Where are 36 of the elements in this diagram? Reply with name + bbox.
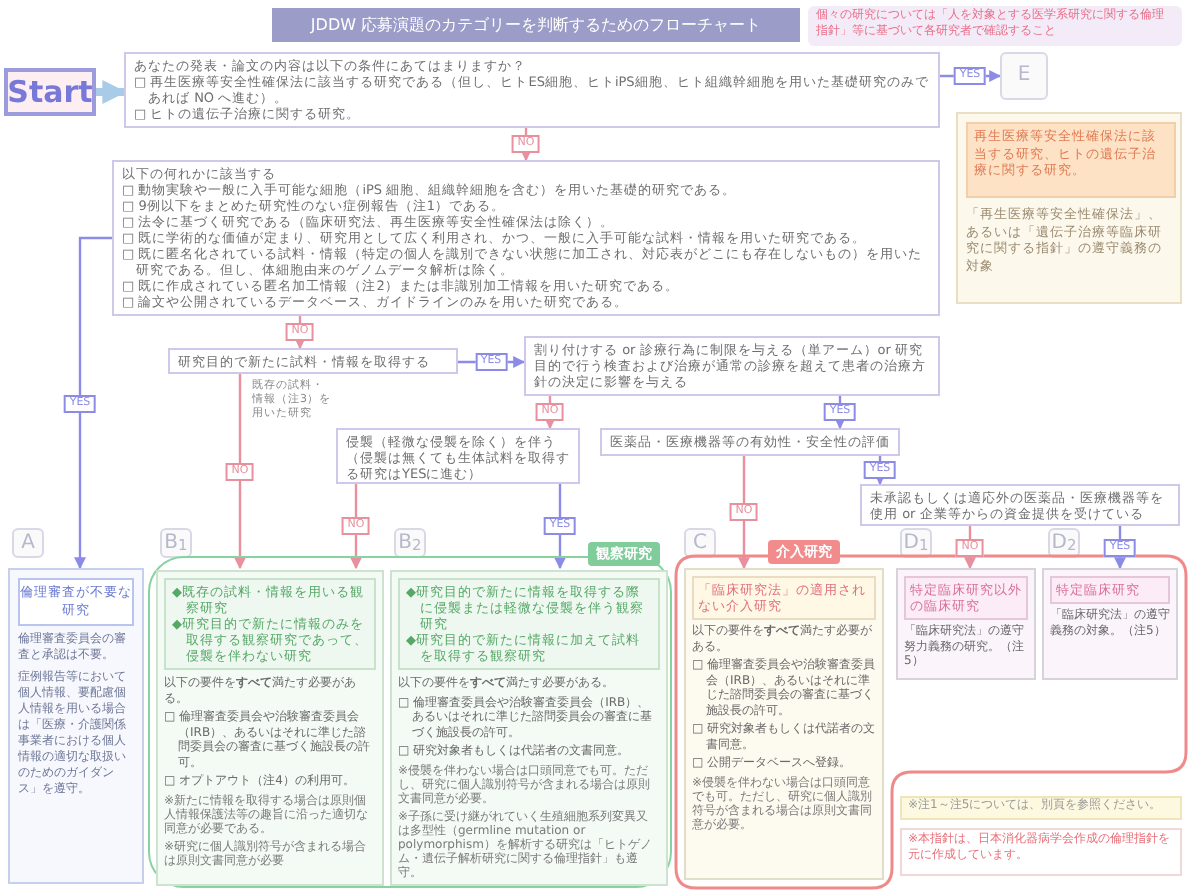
start-box <box>4 68 96 116</box>
arrow <box>834 396 846 430</box>
arrow <box>738 456 750 570</box>
category-panel <box>8 568 144 884</box>
category-letter: D$_{2}$ <box>1051 533 1077 553</box>
arrow <box>554 484 566 570</box>
title-banner: JDDW 応募演題のカテゴリーを判断するためのフローチャート <box>272 8 800 42</box>
category-panel <box>390 570 668 886</box>
category-panel <box>1042 568 1178 680</box>
question-box <box>860 484 1180 526</box>
question-box <box>124 52 940 128</box>
category-letter: B$_{2}$ <box>398 533 422 553</box>
arrow <box>96 80 127 104</box>
question-box <box>336 428 580 484</box>
arrow <box>74 236 112 570</box>
arrow <box>350 484 362 570</box>
category-letter-box <box>684 528 716 558</box>
category-heading-box <box>966 122 1176 198</box>
category-panel <box>956 112 1182 304</box>
category-panel <box>684 568 884 880</box>
question-box <box>168 348 458 374</box>
category-letter-box <box>1000 52 1048 100</box>
category-letter: B$_{1}$ <box>164 533 188 553</box>
category-letter: E <box>1017 66 1031 86</box>
category-letter: D$_{1}$ <box>903 533 929 553</box>
category-letter-box <box>12 528 44 558</box>
category-letter: C <box>693 533 707 553</box>
category-panel <box>896 568 1036 680</box>
question-box <box>600 428 900 456</box>
question-box <box>524 336 940 396</box>
arrow <box>234 374 246 570</box>
category-letter: A <box>21 533 35 553</box>
start-label: Start <box>7 77 93 107</box>
arrow <box>1114 526 1126 570</box>
category-panel <box>156 570 384 886</box>
question-box <box>112 160 940 316</box>
